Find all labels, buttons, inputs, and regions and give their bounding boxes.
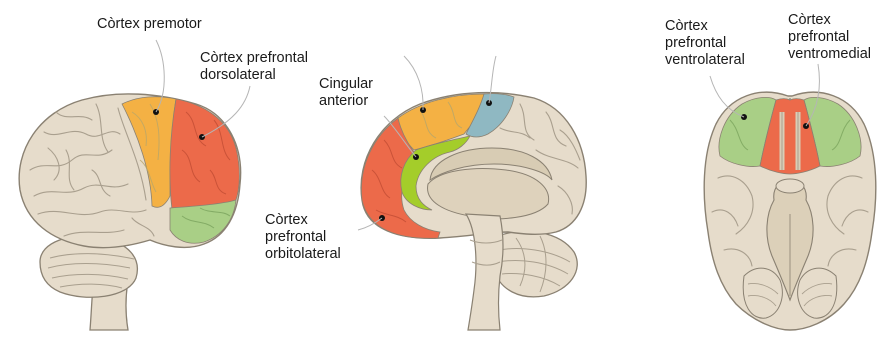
label-vlpfc-line-3: ventrolateral — [665, 52, 745, 69]
label-ventrolateral-prefrontal-cortex: Còrtex prefrontal ventrolateral — [665, 18, 745, 69]
label-ofc-line-3: orbitolateral — [265, 246, 341, 263]
label-orbitolateral-prefrontal-cortex: Còrtex prefrontal orbitolateral — [265, 212, 341, 263]
label-dorsolateral-prefrontal-cortex: Còrtex prefrontal dorsolateral — [200, 50, 308, 84]
lateral-dlpfc-region — [170, 99, 239, 210]
ventral-cerebellum-right — [798, 268, 837, 318]
label-ventromedial-prefrontal-cortex: Còrtex prefrontal ventromedial — [788, 12, 871, 63]
medial-brain-view — [358, 56, 586, 330]
label-anterior-cingulate: Cingular anterior — [319, 76, 373, 110]
ventral-brain-view — [704, 64, 876, 330]
label-premotor-cortex: Còrtex premotor — [97, 16, 202, 33]
medial-premotor-leader-line — [404, 56, 423, 110]
label-dlpfc-line-1: Còrtex prefrontal — [200, 50, 308, 67]
label-vlpfc-line-1: Còrtex — [665, 18, 745, 35]
label-acc-line-2: anterior — [319, 93, 373, 110]
ventral-chiasm — [776, 179, 804, 193]
label-vmpfc-line-2: prefrontal — [788, 29, 871, 46]
label-acc-line-1: Cingular — [319, 76, 373, 93]
ventral-cerebellum-left — [743, 268, 782, 318]
label-vmpfc-line-1: Còrtex — [788, 12, 871, 29]
label-ofc-line-2: prefrontal — [265, 229, 341, 246]
label-vlpfc-line-2: prefrontal — [665, 35, 745, 52]
label-dlpfc-line-2: dorsolateral — [200, 67, 308, 84]
label-ofc-line-1: Còrtex — [265, 212, 341, 229]
medial-cerebellum — [491, 231, 577, 297]
label-vmpfc-line-3: ventromedial — [788, 46, 871, 63]
label-premotor-line-1: Còrtex premotor — [97, 16, 202, 33]
